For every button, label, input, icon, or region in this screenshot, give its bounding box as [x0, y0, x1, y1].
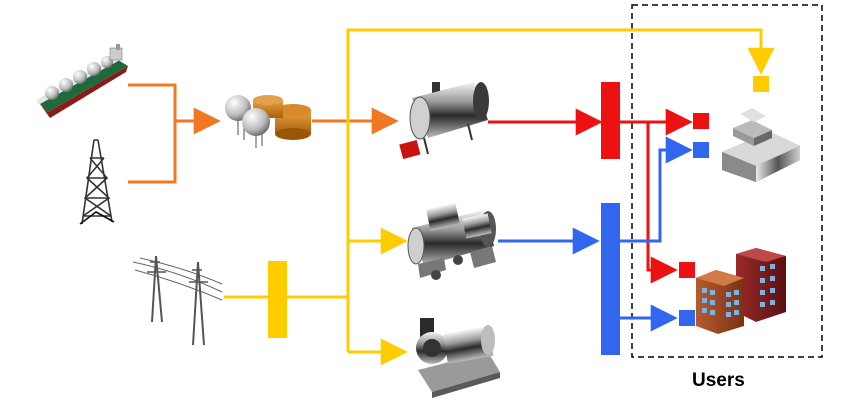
electricity-distribution-bar — [268, 261, 287, 338]
gas-well-derrick-icon — [79, 139, 115, 225]
cooling-lines — [498, 136, 693, 332]
heat-header-bar — [601, 82, 620, 159]
lng-tanker-icon — [36, 44, 128, 118]
buildings-user-icon — [696, 248, 786, 334]
pump-icon — [416, 318, 500, 398]
electricity-lines — [224, 28, 775, 366]
heat-lines — [488, 108, 693, 284]
fuel-lines — [128, 83, 399, 184]
cooling-terminal-factory — [693, 142, 709, 158]
users-label: Users — [692, 370, 745, 391]
cooling-terminal-buildings — [679, 310, 695, 326]
electricity-terminal — [753, 76, 769, 92]
heat-terminal-factory — [693, 113, 709, 129]
absorption-chiller-icon — [407, 203, 496, 280]
cooling-header-bar — [601, 203, 620, 355]
boiler-icon — [399, 82, 489, 160]
heat-terminal-buildings — [679, 262, 695, 278]
factory-user-icon — [722, 108, 800, 182]
users-boundary — [631, 4, 823, 358]
gas-storage-tanks-icon — [225, 95, 311, 148]
power-transmission-tower-icon — [132, 255, 223, 346]
